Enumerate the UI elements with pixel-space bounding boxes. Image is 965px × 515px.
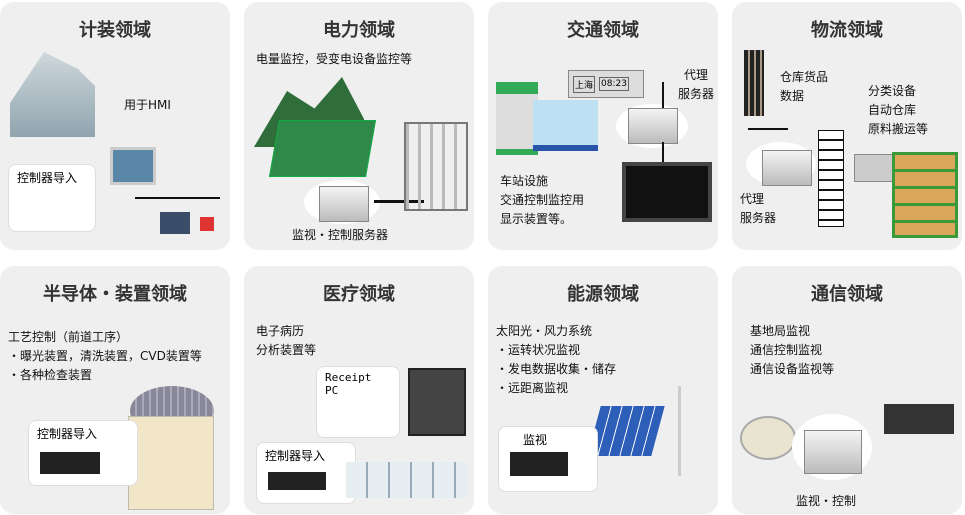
server-icon	[319, 186, 369, 222]
caption: 监视・控制	[796, 494, 857, 508]
server-label: 代理 服务器	[740, 192, 777, 225]
panel-title: 半导体・装置领域	[43, 284, 187, 305]
monitor-icon	[408, 368, 466, 436]
panel-instrumentation[interactable]: 计装领域 用于HMI 控制器导入	[0, 2, 230, 250]
panel-title: 物流领域	[811, 20, 883, 41]
warehouse-data-label: 仓库货品 数据	[780, 70, 829, 103]
plant-illustration	[10, 52, 95, 137]
station-sign: 上海 08:23	[568, 70, 644, 98]
panel-description: 车站设施 交通控制监控用 显示装置等。	[500, 174, 585, 226]
equipment-label: 分类设备 自动仓库 原料搬运等	[868, 84, 929, 136]
route-display-icon	[622, 162, 712, 222]
analyzer-icon	[346, 462, 468, 498]
alarm-icon	[200, 217, 214, 231]
server-caption: 监视・控制服务器	[292, 228, 389, 242]
shelf-icon	[892, 152, 958, 238]
panel-telecom[interactable]: 通信领域 基地局监视 通信控制监视 通信设备监视等 监视・控制	[732, 266, 962, 514]
sign-time: 08:23	[599, 77, 629, 91]
platform-icon	[533, 100, 598, 151]
server-icon	[628, 108, 678, 144]
receipt-pc-label: Receipt PC	[325, 371, 372, 397]
callout-label: 监视	[523, 433, 548, 447]
solar-panel-icon	[587, 406, 665, 456]
callout-label: 控制器导入	[265, 449, 326, 463]
panel-description: 电子病历 分析装置等	[256, 324, 317, 357]
panel-title: 计装领域	[79, 20, 151, 41]
server-label: 代理 服务器	[678, 68, 715, 101]
receipt-pc-callout: Receipt PC	[316, 366, 400, 438]
controller-icon	[268, 472, 326, 490]
controller-icon	[40, 452, 100, 474]
panel-medical[interactable]: 医疗领域 电子病历 分析装置等 Receipt PC 控制器导入	[244, 266, 474, 514]
panel-logistics[interactable]: 物流领域 仓库货品 数据 分类设备 自动仓库 原料搬运等 代理 服务器	[732, 2, 962, 250]
panel-description: 电量监控，受变电设备监控等	[256, 52, 413, 66]
controller-icon	[510, 452, 568, 476]
train-icon	[496, 82, 538, 155]
panel-description: 基地局监视 通信控制监视 通信设备监视等	[750, 324, 835, 376]
io-module-icon	[160, 212, 190, 234]
panel-title: 电力领域	[323, 20, 395, 41]
panel-description: 工艺控制（前道工序） ・曝光装置，清洗装置，CVD装置等 ・各种检查装置	[8, 330, 202, 382]
panel-power[interactable]: 电力领域 电量监控，受变电设备监控等 监视・控制服务器	[244, 2, 474, 250]
equipment-icon	[128, 416, 214, 510]
substation-icon	[404, 122, 468, 211]
server-icon	[804, 430, 862, 474]
data-server-rack-icon	[744, 50, 764, 116]
panel-title: 交通领域	[567, 20, 639, 41]
panel-description: 太阳光・风力系统 ・运转状况监视 ・发电数据收集・储存 ・远距离监视	[496, 324, 617, 395]
panel-energy[interactable]: 能源领域 太阳光・风力系统 ・运转状况监视 ・发电数据收集・储存 ・远距离监视 …	[488, 266, 718, 514]
callout-label: 控制器导入	[17, 171, 78, 185]
control-room-icon	[884, 404, 954, 514]
panel-title: 通信领域	[811, 284, 883, 305]
callout-label: 控制器导入	[37, 427, 98, 441]
panel-title: 医疗领域	[323, 284, 395, 305]
server-icon	[762, 150, 812, 186]
circuit-board-icon	[268, 120, 377, 177]
sign-station: 上海	[573, 75, 596, 93]
controller-callout: 控制器导入	[8, 164, 96, 232]
hmi-terminal-icon	[110, 147, 156, 185]
panel-title: 能源领域	[567, 284, 639, 305]
panel-semiconductor[interactable]: 半导体・装置领域 工艺控制（前道工序） ・曝光装置，清洗装置，CVD装置等 ・各…	[0, 266, 230, 514]
hmi-label: 用于HMI	[124, 98, 171, 112]
conveyor-icon	[818, 130, 844, 227]
wind-turbine-icon	[678, 386, 681, 476]
panel-traffic[interactable]: 交通领域 上海 08:23 代理 服务器 车站设施 交通控制监控用 显示装置等。	[488, 2, 718, 250]
satellite-dish-icon	[740, 416, 796, 460]
